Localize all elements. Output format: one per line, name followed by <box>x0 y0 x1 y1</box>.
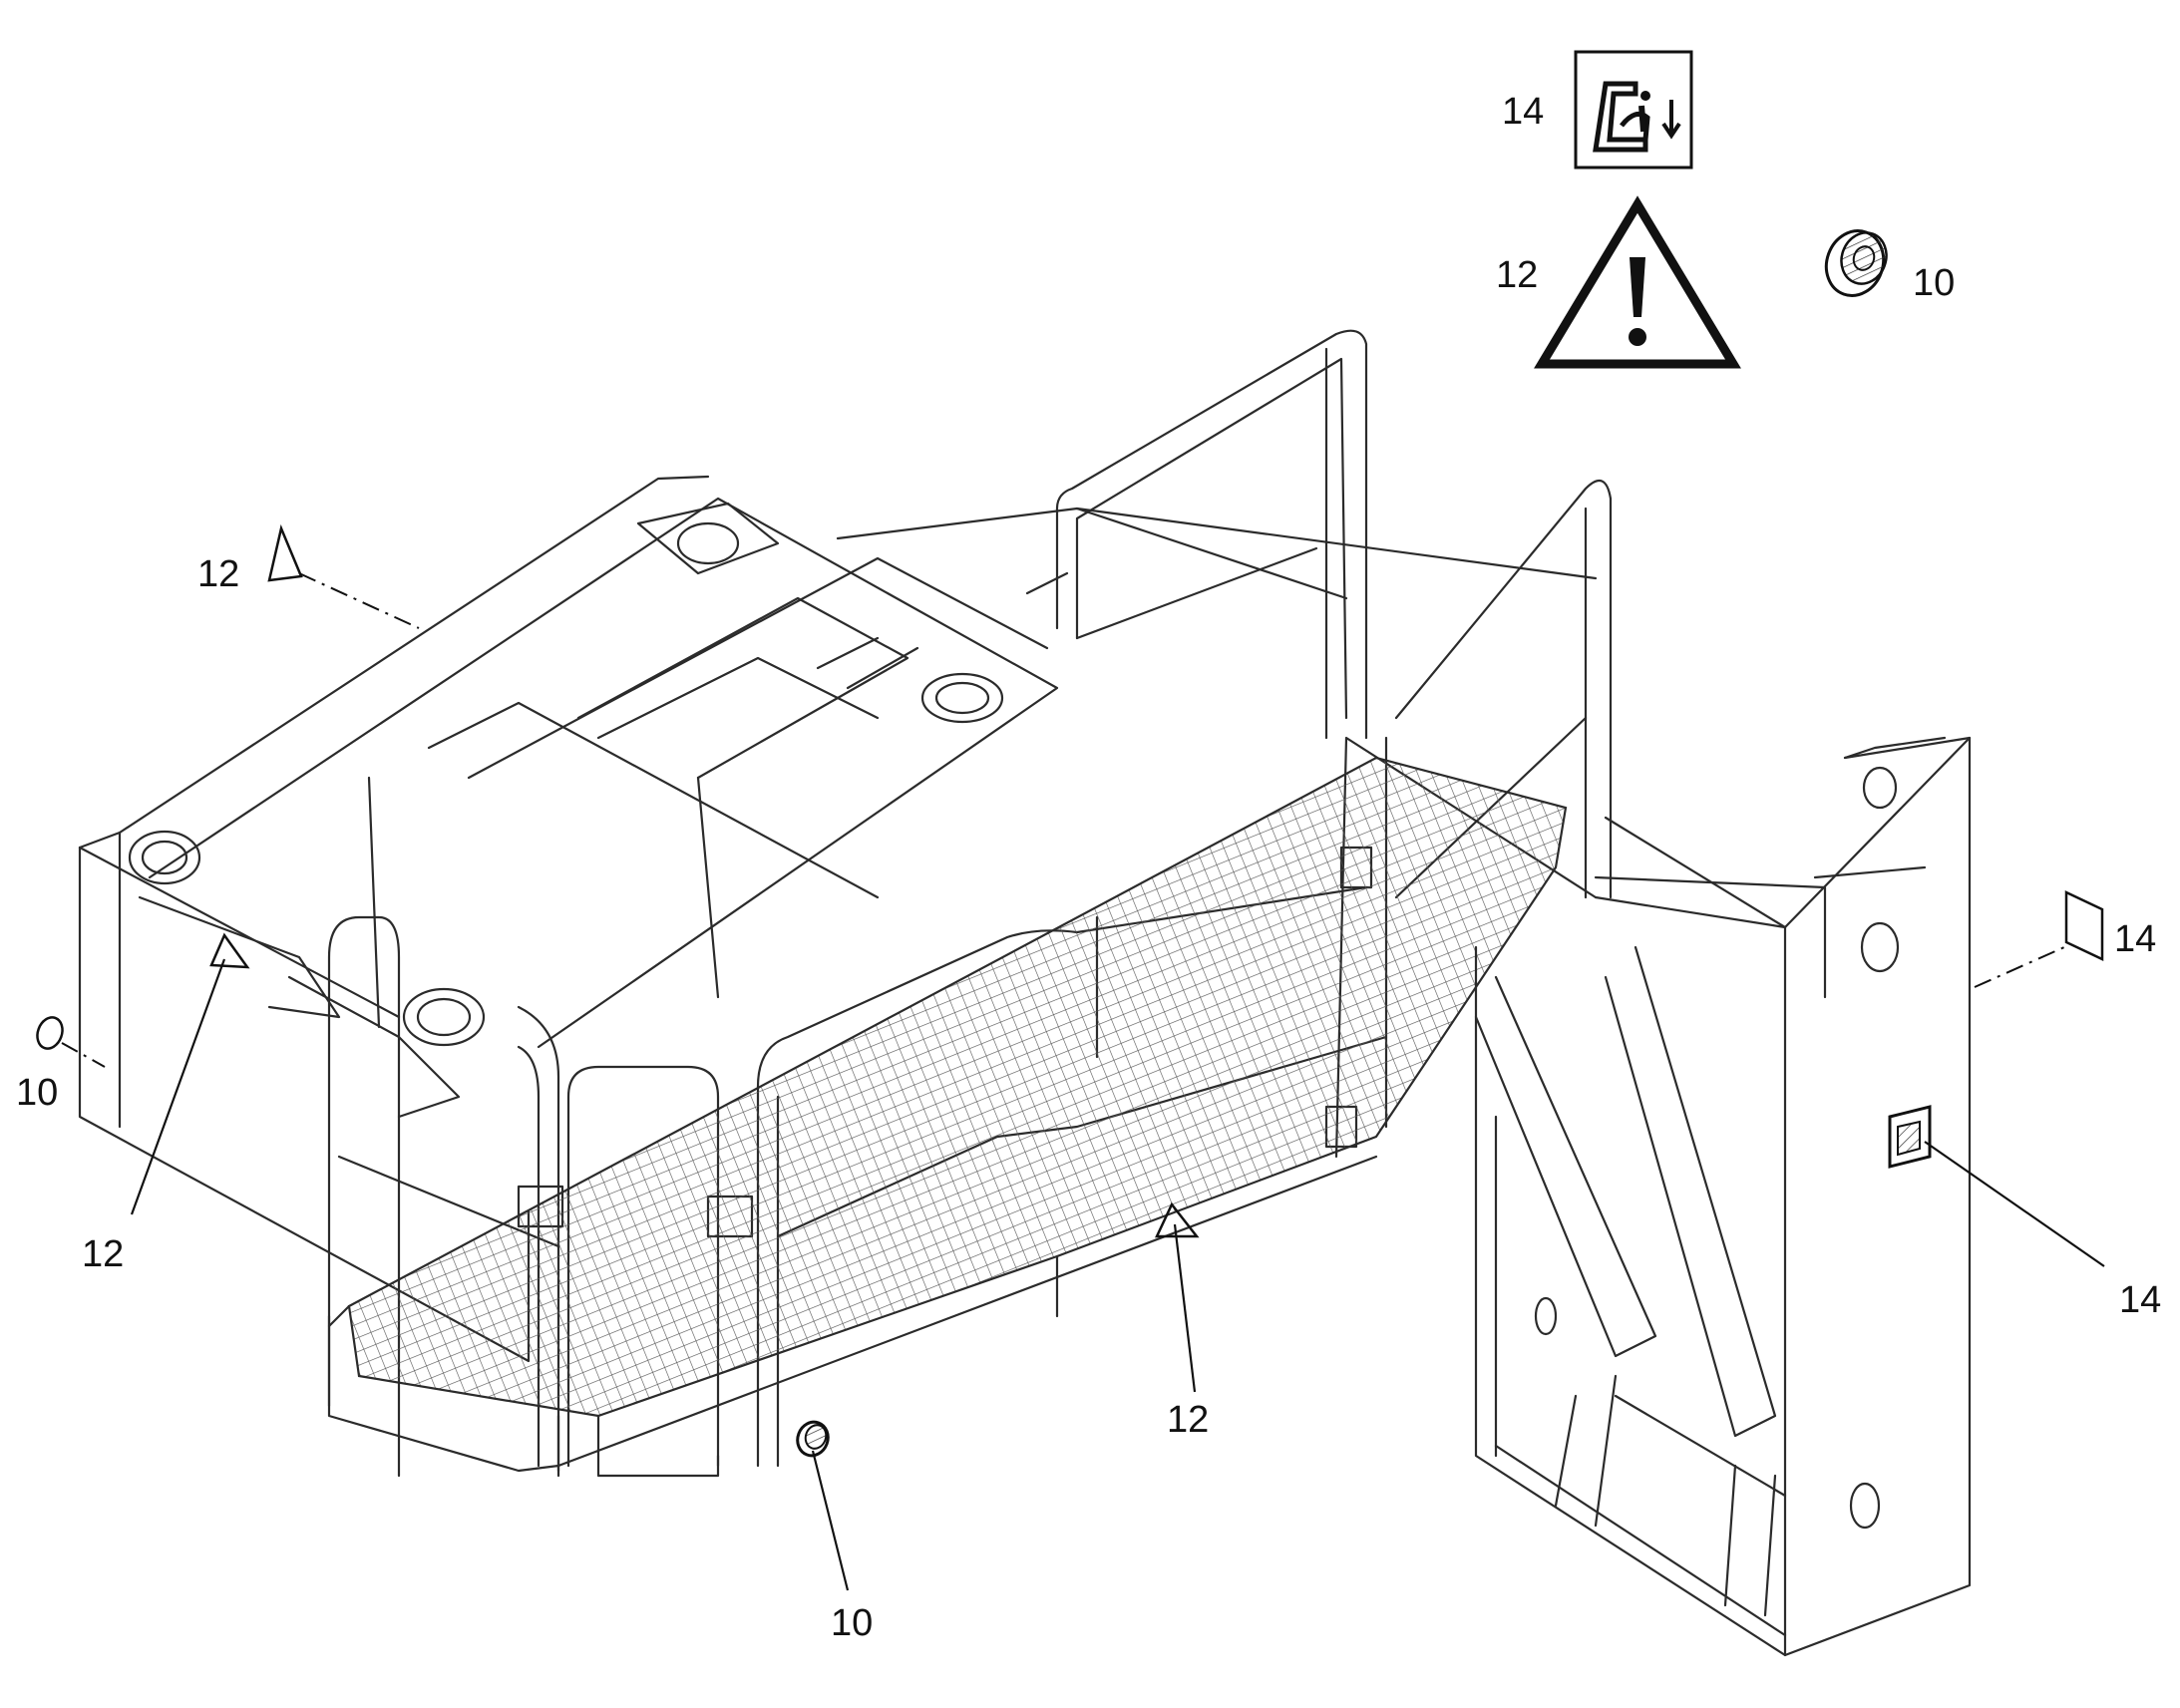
callout-10-left <box>36 1016 106 1068</box>
legend-label-10: 10 <box>1913 262 1955 304</box>
reflector-on-platform <box>796 1420 830 1458</box>
leader-14-right-lower <box>1924 1141 2105 1267</box>
leader-10-bottom <box>811 1450 850 1591</box>
callout-label-14-right-upper: 14 <box>2114 918 2156 960</box>
callout-label-14-right-lower: 14 <box>2119 1279 2161 1321</box>
legend-label-14: 14 <box>1502 91 1544 133</box>
callout-label-10-left: 10 <box>16 1072 58 1114</box>
callout-14-right-upper <box>1974 890 2104 988</box>
decal-info-on-tower <box>1888 1105 1932 1169</box>
leader-12-left <box>130 958 226 1215</box>
legend-label-12: 12 <box>1496 254 1538 296</box>
callout-label-12-center: 12 <box>1167 1399 1209 1441</box>
leader-12-center <box>1173 1223 1197 1393</box>
warning-triangle-icon <box>1534 195 1741 369</box>
reflector-icon <box>1824 229 1888 297</box>
callout-label-10-bottom: 10 <box>831 1602 873 1644</box>
warning-decal-left <box>209 932 250 969</box>
lift-tower <box>1474 736 1972 1657</box>
callout-label-12-top-left: 12 <box>197 553 239 595</box>
callout-12-top-left <box>267 523 420 629</box>
legend-info-decal <box>1574 50 1693 170</box>
counterweight-housing <box>78 475 1598 1363</box>
walkway-platform <box>327 756 1568 1478</box>
callout-label-12-left: 12 <box>82 1233 124 1275</box>
info-seat-decal-icon <box>1593 81 1681 153</box>
